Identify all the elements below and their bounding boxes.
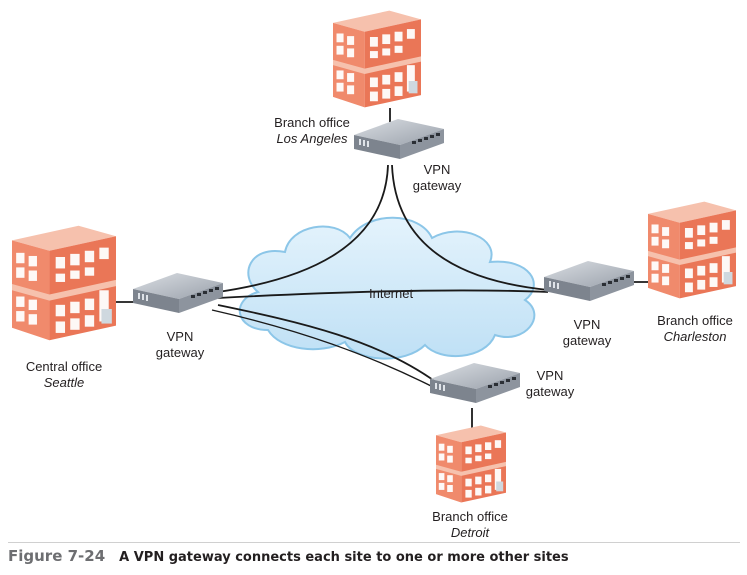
building-los-angeles <box>333 10 421 108</box>
label-seattle: Central office Seattle <box>25 359 103 390</box>
building-charleston <box>648 201 736 299</box>
tunnel-seattle-detroit-2 <box>211 309 436 389</box>
vpn-gateway-charleston <box>544 261 634 301</box>
label-charleston: Branch office Charleston <box>657 313 733 344</box>
building-seattle <box>12 225 116 341</box>
vpn-gateway-detroit <box>430 363 520 403</box>
building-detroit <box>436 425 506 503</box>
tunnel-seattle-detroit <box>217 304 441 386</box>
figure-caption: Figure 7-24 A VPN gateway connects each s… <box>8 547 743 566</box>
vpn-gateway-los-angeles <box>354 119 444 159</box>
label-detroit: Branch office Detroit <box>432 509 508 540</box>
vpn-network-diagram <box>12 10 736 503</box>
caption-divider <box>8 542 740 543</box>
figure-number: Figure 7-24 <box>8 547 106 565</box>
tunnel-seattle-la <box>217 164 389 293</box>
vpn-gateway-seattle <box>133 273 223 313</box>
internet-label: Internet <box>369 286 414 301</box>
caption-text: A VPN gateway connects each site to one … <box>119 550 569 565</box>
vpn-tunnels <box>115 108 652 428</box>
tunnel-la-charleston <box>391 164 549 291</box>
internet-cloud <box>238 216 536 360</box>
label-los-angeles: Branch office Los Angeles <box>274 115 350 146</box>
tunnel-seattle-charleston <box>217 289 549 299</box>
